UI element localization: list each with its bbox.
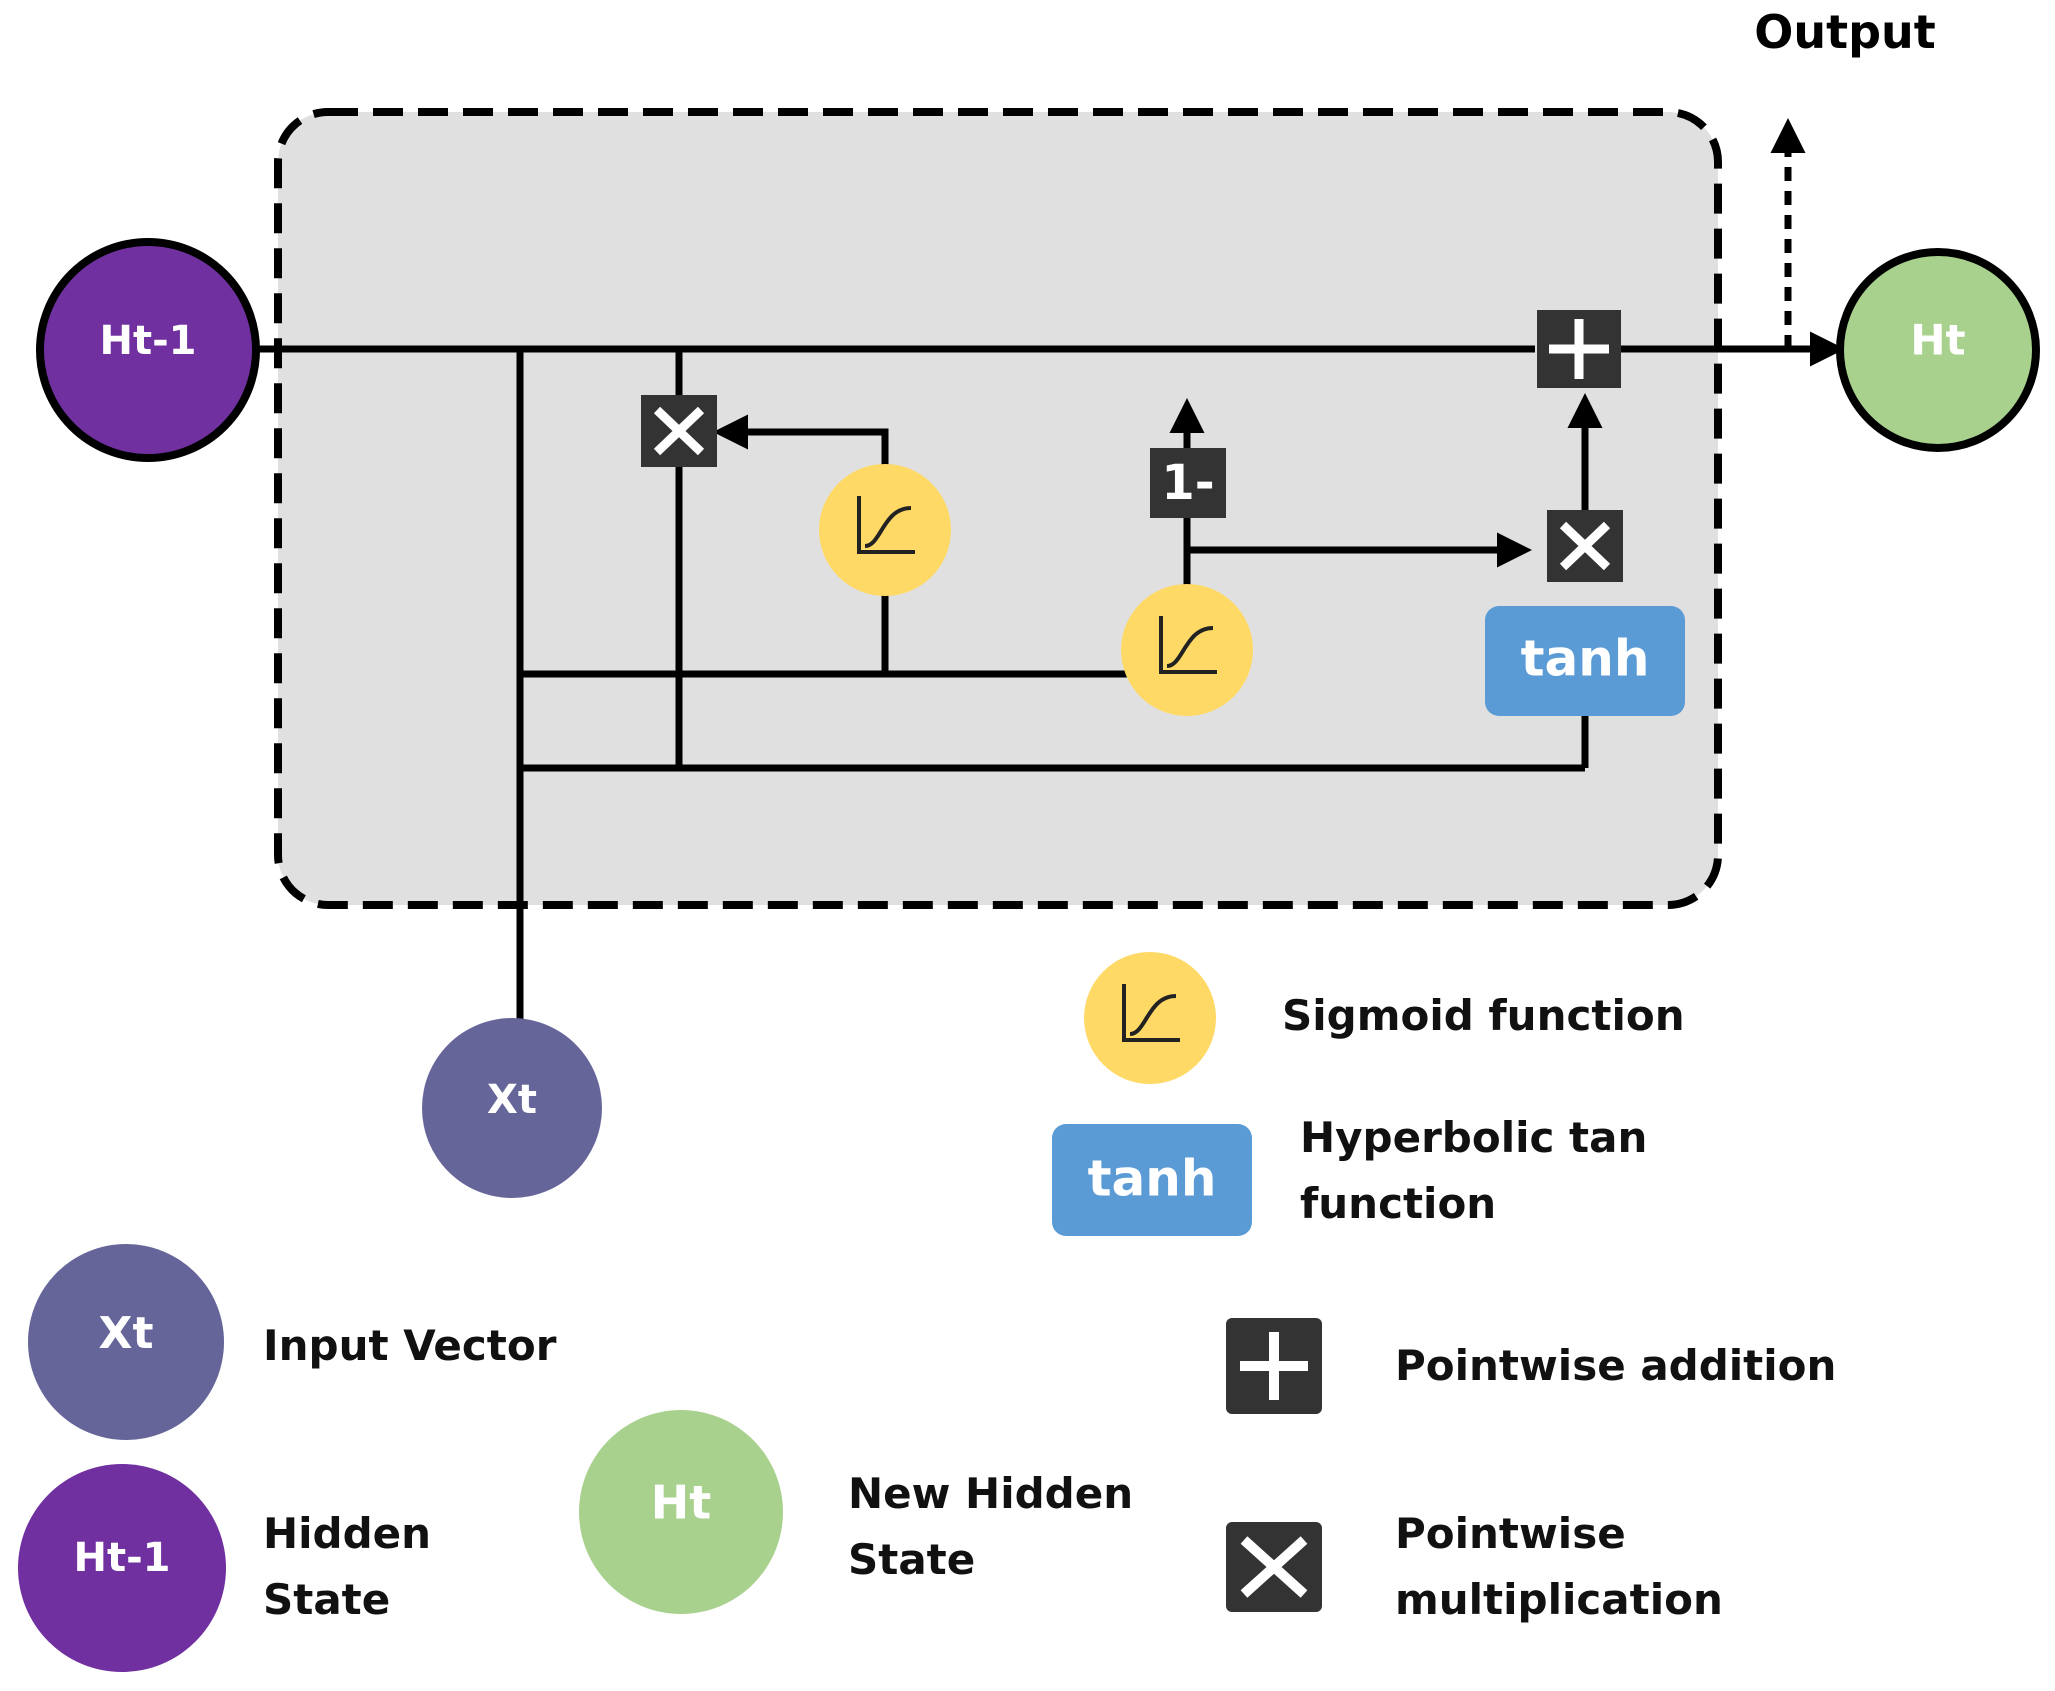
legend-sigmoid: Sigmoid function [1084,952,1685,1084]
multiply-icon [1240,1536,1308,1598]
update-multiply-op [1547,510,1623,582]
h-new-node: Ht [1836,248,2040,452]
legend-tanh-label-1: Hyperbolic tan [1300,1113,1647,1162]
legend-tanh-label-2: function [1300,1179,1496,1228]
legend-add-label: Pointwise addition [1395,1341,1836,1390]
legend-input-vector: Xt Input Vector [28,1244,557,1440]
x-input-node-label: Xt [487,1077,537,1123]
gru-cell [274,108,1722,909]
legend-tanh: tanh Hyperbolic tan function [1052,1113,1647,1236]
reset-sigmoid [819,464,951,596]
multiply-icon [653,406,705,456]
plus-icon [1240,1332,1308,1400]
one-minus-op: 1- [1150,448,1226,518]
legend-h-prev-label-1: Hidden [263,1509,431,1558]
output-label: Output [1754,5,1936,59]
one-minus-label: 1- [1161,455,1214,511]
h-prev-node: Ht-1 [36,238,260,462]
legend-x-node-label: Xt [99,1308,154,1359]
legend-new-hidden-state: Ht New Hidden State [579,1410,1133,1614]
legend-h-prev-label-2: State [263,1575,390,1624]
legend-hidden-state: Ht-1 Hidden State [18,1464,431,1672]
legend-mul-label-1: Pointwise [1395,1509,1626,1558]
legend-tanh-box-label: tanh [1088,1150,1217,1208]
plus-icon [1549,319,1609,379]
legend-h-new-label-2: State [848,1535,975,1584]
h-new-node-label: Ht [1910,316,1965,365]
tanh-block: tanh [1485,606,1685,716]
reset-multiply-op [641,395,717,467]
x-input-node: Xt [422,1018,602,1198]
legend-sigmoid-label: Sigmoid function [1282,991,1685,1040]
legend-addition: Pointwise addition [1226,1318,1836,1414]
add-op [1537,310,1621,388]
legend-mul-label-2: multiplication [1395,1575,1723,1624]
legend-h-prev-node-label: Ht-1 [73,1535,170,1581]
legend-x-label: Input Vector [263,1321,557,1370]
multiply-icon [1559,521,1611,571]
update-sigmoid [1121,584,1253,716]
legend: Sigmoid function tanh Hyperbolic tan fun… [18,952,1836,1672]
h-prev-node-label: Ht-1 [99,318,196,364]
legend-h-new-label-1: New Hidden [848,1469,1133,1518]
legend-h-new-node-label: Ht [651,1476,712,1530]
tanh-label: tanh [1521,630,1650,688]
legend-multiplication: Pointwise multiplication [1226,1509,1723,1624]
